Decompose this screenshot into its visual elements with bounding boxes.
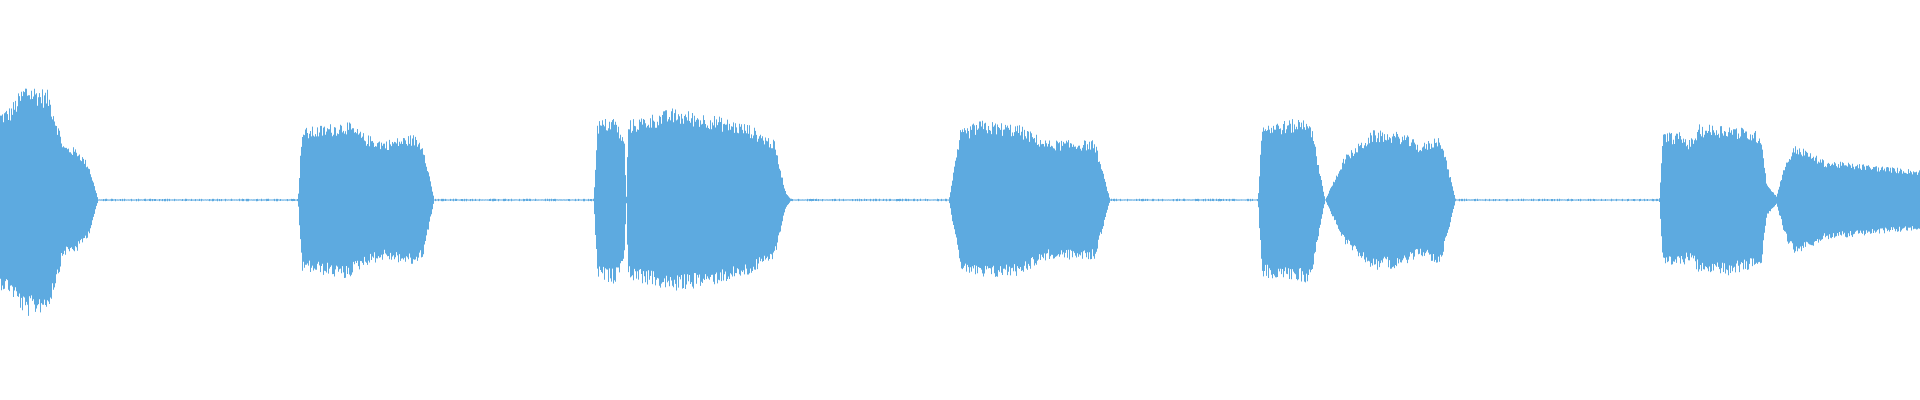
waveform-path [0, 88, 1920, 316]
waveform-samples [0, 88, 1920, 316]
